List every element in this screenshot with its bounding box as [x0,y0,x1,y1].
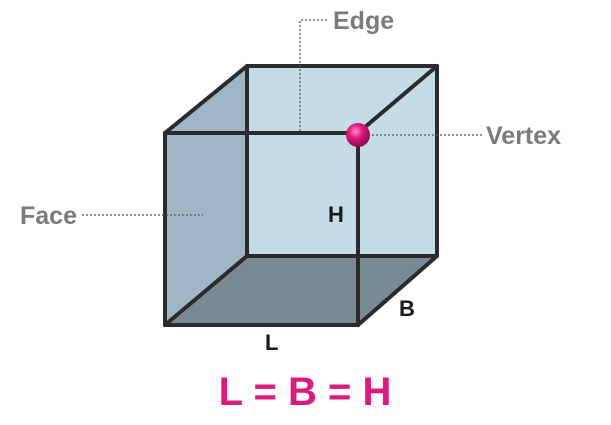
edge-label: Edge [333,7,394,35]
left-face [165,66,247,325]
vertex-label: Vertex [486,122,561,150]
bottom-right-depth-edge [356,254,439,327]
breadth-label: B [399,296,415,321]
bottom-face [165,256,437,325]
face-label: Face [20,202,77,230]
vertex-marker [346,123,370,147]
top-left-depth-edge [163,64,249,135]
length-label: L [265,330,278,355]
bottom-left-depth-edge [163,254,249,327]
height-label: H [328,202,344,227]
formula-text: L = B = H [219,370,392,414]
top-right-depth-edge [356,64,439,135]
edge-leader-line [299,19,328,131]
back-face [247,66,437,256]
